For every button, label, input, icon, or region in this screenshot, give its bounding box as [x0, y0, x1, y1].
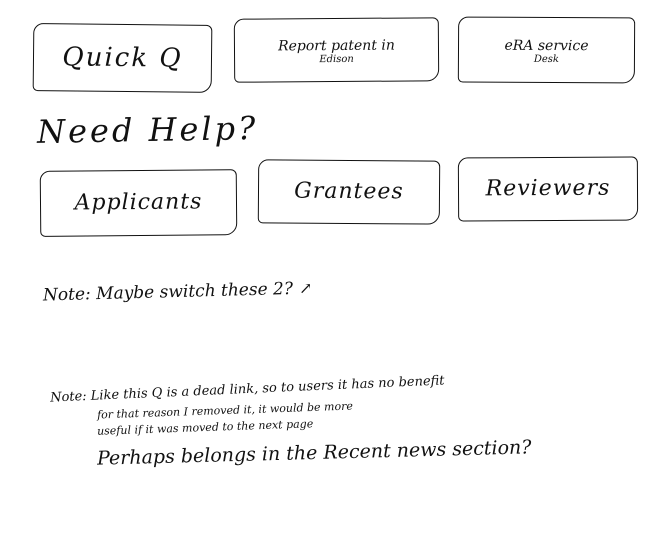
quick-q-button[interactable]: Quick Q — [32, 23, 213, 93]
report-patent-label: Report patent in — [278, 37, 395, 55]
grantees-label: Grantees — [294, 178, 404, 205]
applicants-label: Applicants — [74, 189, 203, 216]
report-patent-text: Report patent in Edison — [278, 35, 395, 66]
era-service-desk-sublabel: Desk — [533, 53, 560, 66]
note-dead-link-line-1: Note: Like this Q is a dead link, so to … — [49, 373, 445, 406]
reviewers-button[interactable]: Reviewers — [457, 156, 639, 222]
note-switch-text: Note: Maybe switch these 2? — [42, 278, 294, 306]
arrow-up-right-icon: ↗ — [298, 278, 313, 298]
report-patent-sublabel: Edison — [319, 53, 354, 66]
era-service-desk-button[interactable]: eRA service Desk — [457, 16, 636, 84]
reviewers-label: Reviewers — [485, 175, 611, 202]
need-help-heading: Need Help? — [36, 109, 259, 151]
note-dead-link-line-2: for that reason I removed it, it would b… — [96, 399, 354, 422]
applicants-button[interactable]: Applicants — [39, 169, 238, 237]
era-service-desk-text: eRA service Desk — [504, 35, 588, 65]
quick-q-label: Quick Q — [62, 42, 183, 74]
report-patent-button[interactable]: Report patent in Edison — [233, 17, 440, 83]
note-switch-buttons: Note: Maybe switch these 2?↗ — [43, 278, 313, 305]
era-service-desk-label: eRA service — [504, 37, 589, 55]
grantees-button[interactable]: Grantees — [257, 159, 441, 225]
note-dead-link-line-4: Perhaps belongs in the Recent news secti… — [96, 436, 532, 470]
